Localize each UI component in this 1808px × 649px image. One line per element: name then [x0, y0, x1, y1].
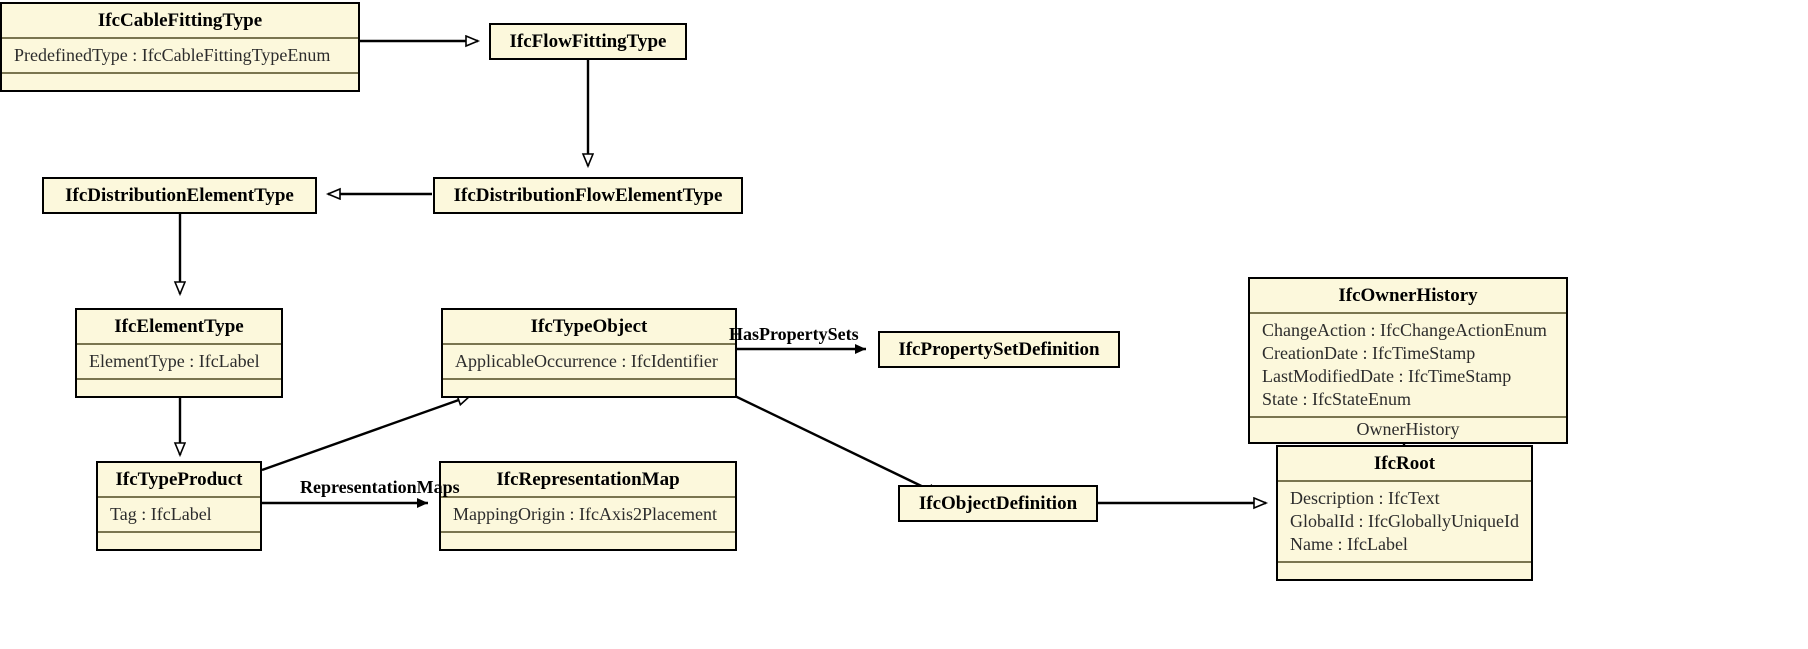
class-box-ifc-representation-map[interactable]: IfcRepresentationMap MappingOrigin : Ifc… [439, 461, 737, 552]
class-title: IfcRoot [1373, 453, 1436, 474]
class-attributes: MappingOrigin : IfcAxis2Placement [441, 498, 735, 531]
class-box-ifc-property-set-definition[interactable]: IfcPropertySetDefinition [878, 331, 1120, 368]
class-box-ifc-flow-fitting-type[interactable]: IfcFlowFittingType [489, 23, 687, 60]
class-box-ifc-cable-fitting-type[interactable]: IfcCableFittingType PredefinedType : Ifc… [0, 2, 360, 93]
class-title: IfcTypeObject [530, 316, 648, 337]
class-title: IfcObjectDefinition [918, 493, 1078, 514]
class-attributes: Description : IfcText GlobalId : IfcGlob… [1278, 482, 1531, 561]
class-box-ifc-distribution-flow-element-type[interactable]: IfcDistributionFlowElementType [433, 177, 743, 214]
class-title: IfcDistributionElementType [65, 185, 294, 206]
attribute-row: ApplicableOccurrence : IfcIdentifier [455, 351, 718, 371]
class-operations-empty [2, 74, 358, 90]
attribute-row: PredefinedType : IfcCableFittingTypeEnum [14, 45, 331, 65]
class-title: IfcRepresentationMap [496, 469, 680, 490]
attribute-row: Tag : IfcLabel [110, 504, 212, 524]
class-separator [1278, 561, 1531, 564]
class-separator [98, 531, 260, 534]
class-operations-empty [1278, 563, 1531, 579]
edge-label-has-property-sets: HasPropertySets [729, 324, 859, 344]
class-box-ifc-object-definition[interactable]: IfcObjectDefinition [898, 485, 1098, 522]
class-attributes: ApplicableOccurrence : IfcIdentifier [443, 345, 735, 378]
class-box-ifc-root[interactable]: IfcRoot Description : IfcText GlobalId :… [1276, 445, 1533, 582]
class-box-ifc-distribution-element-type[interactable]: IfcDistributionElementType [42, 177, 317, 214]
class-title: IfcOwnerHistory [1338, 285, 1478, 306]
class-separator [98, 496, 260, 498]
class-separator [77, 378, 281, 381]
class-operations-empty [441, 533, 735, 549]
class-attributes: ElementType : IfcLabel [77, 345, 281, 378]
class-separator [443, 378, 735, 381]
attribute-row: ChangeAction : IfcChangeActionEnum [1262, 320, 1547, 340]
class-title: IfcTypeProduct [115, 469, 243, 490]
class-separator [443, 343, 735, 345]
attribute-row: State : IfcStateEnum [1262, 389, 1411, 410]
attribute-row: GlobalId : IfcGloballyUniqueId [1290, 511, 1519, 532]
attribute-row: Description : IfcText [1290, 488, 1440, 508]
class-separator [441, 496, 735, 498]
class-attributes: Tag : IfcLabel [98, 498, 260, 531]
class-attributes: ChangeAction : IfcChangeActionEnum Creat… [1250, 314, 1566, 416]
class-title: IfcElementType [114, 316, 244, 337]
class-box-ifc-element-type[interactable]: IfcElementType ElementType : IfcLabel [75, 308, 283, 399]
class-separator [77, 343, 281, 345]
attribute-row: CreationDate : IfcTimeStamp [1262, 343, 1476, 364]
edge-label-representation-maps: RepresentationMaps [300, 477, 460, 497]
class-operations-empty [98, 533, 260, 549]
class-separator [1250, 416, 1566, 419]
class-box-ifc-owner-history[interactable]: IfcOwnerHistory ChangeAction : IfcChange… [1248, 277, 1568, 444]
class-box-ifc-type-object[interactable]: IfcTypeObject ApplicableOccurrence : Ifc… [441, 308, 737, 399]
class-title: IfcDistributionFlowElementType [453, 185, 723, 206]
class-separator [2, 37, 358, 39]
edge-typeobject-to-objectdefinition [709, 382, 940, 497]
class-title: IfcPropertySetDefinition [898, 339, 1100, 360]
class-operations-empty [443, 380, 735, 396]
attribute-row: ElementType : IfcLabel [89, 351, 260, 371]
class-separator [2, 72, 358, 75]
class-attributes: PredefinedType : IfcCableFittingTypeEnum [2, 39, 358, 72]
class-separator [1250, 312, 1566, 314]
attribute-row: LastModifiedDate : IfcTimeStamp [1262, 366, 1512, 387]
class-separator [1278, 480, 1531, 482]
class-box-ifc-type-product[interactable]: IfcTypeProduct Tag : IfcLabel [96, 461, 262, 552]
class-title: IfcCableFittingType [97, 10, 263, 31]
class-separator [441, 531, 735, 534]
attribute-row: MappingOrigin : IfcAxis2Placement [453, 504, 717, 524]
class-operations-empty [77, 380, 281, 396]
attribute-row: Name : IfcLabel [1290, 534, 1408, 555]
association-role-owner-history: OwnerHistory [1356, 419, 1460, 440]
class-title: IfcFlowFittingType [509, 31, 667, 52]
edge-typeproduct-to-typeobject [261, 396, 470, 472]
